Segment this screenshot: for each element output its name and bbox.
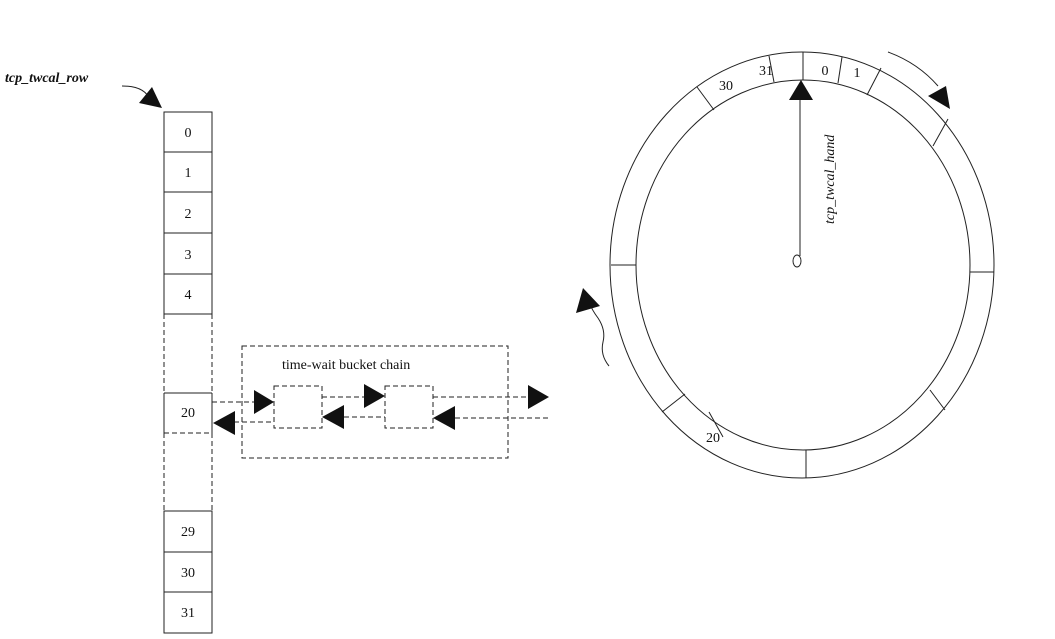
row-label-1: 1	[185, 166, 192, 181]
row-label-2: 2	[185, 207, 192, 222]
row-label-30: 30	[181, 566, 195, 581]
back-arrowhead-3	[433, 406, 455, 430]
rotation-curve-left	[589, 303, 610, 367]
rotation-arrowhead-top	[928, 86, 950, 109]
row-array-title: tcp_twcal_row	[5, 71, 89, 86]
wheel-outer-ring	[609, 51, 995, 479]
bucket-chain-frame	[241, 345, 509, 459]
back-arrowhead-2	[322, 405, 344, 429]
row-label-4: 4	[185, 288, 192, 303]
back-arrowhead-1	[213, 411, 235, 435]
wheel-hand-arrowhead	[789, 80, 813, 100]
bucket-chain-title: time-wait bucket chain	[282, 358, 410, 373]
row-pointer-arrowhead	[139, 87, 162, 108]
wheel-hand-label: tcp_twcal_hand	[823, 134, 838, 224]
row-cell-31	[163, 591, 213, 634]
bucket-node-1	[273, 385, 323, 429]
forward-arrowhead-2	[364, 384, 385, 408]
wheel-inner-ring	[635, 79, 971, 451]
row-label-3: 3	[185, 248, 192, 263]
forward-arrowhead-1	[254, 390, 274, 414]
wheel-slot-31: 31	[759, 64, 773, 79]
bucket-node-2	[384, 385, 434, 429]
timer-wheel: 0 1 31 30 20 tcp_twcal_hand	[576, 51, 995, 479]
row-label-20: 20	[181, 406, 195, 421]
wheel-slot-30: 30	[719, 79, 733, 94]
forward-arrowhead-3	[528, 385, 549, 409]
row-array: 0 1 2 3 4 20 29 30 31	[163, 111, 213, 634]
row-label-29: 29	[181, 525, 195, 540]
wheel-center	[792, 254, 802, 268]
bucket-chain: time-wait bucket chain	[212, 345, 550, 459]
row-label-31: 31	[181, 606, 195, 621]
row-label-0: 0	[185, 126, 192, 141]
wheel-slot-1: 1	[854, 66, 861, 81]
rotation-curve-top	[887, 51, 939, 87]
wheel-slot-0: 0	[822, 64, 829, 79]
rotation-arrowhead-left	[576, 288, 600, 313]
wheel-slot-20: 20	[706, 431, 720, 446]
